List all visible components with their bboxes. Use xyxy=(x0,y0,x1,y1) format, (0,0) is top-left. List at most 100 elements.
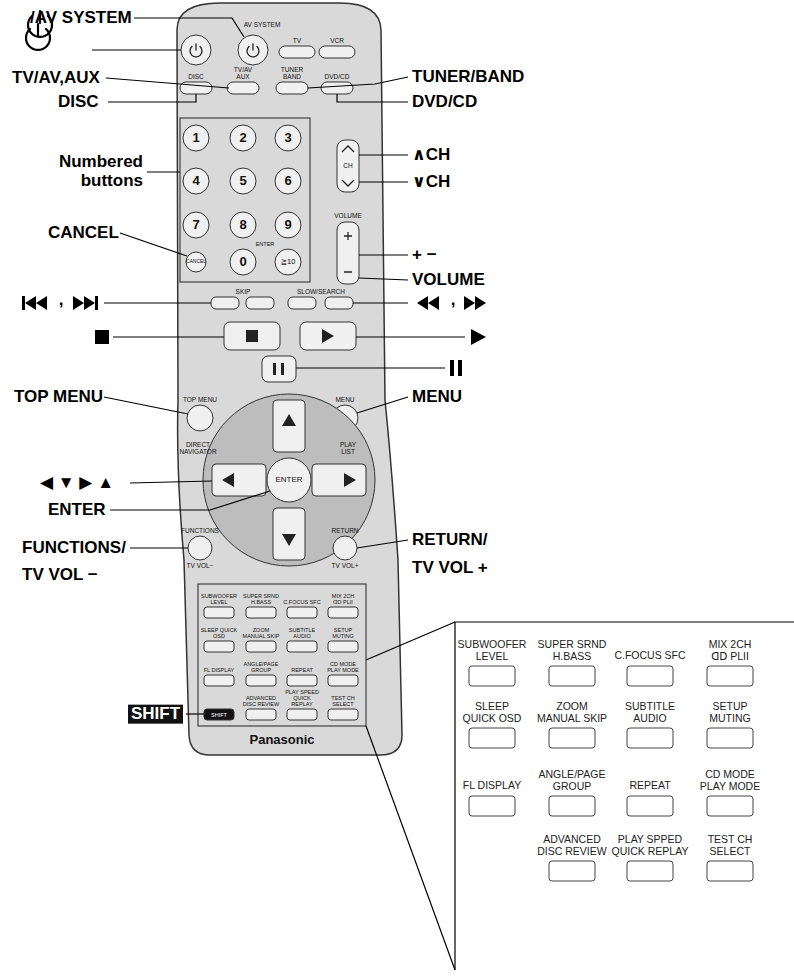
digit-label: 3 xyxy=(284,131,291,145)
drawing-part xyxy=(281,363,284,375)
drawing-part xyxy=(627,796,673,816)
drawing-part xyxy=(549,861,595,881)
drawing-part xyxy=(183,168,209,194)
inset-button-label: FL DISPLAY xyxy=(455,780,529,792)
drawing-part xyxy=(549,728,595,748)
inset-button-label: ZOOM MANUAL SKIP xyxy=(536,701,608,724)
drawing-part xyxy=(455,622,794,970)
digit-label: 6 xyxy=(284,174,291,188)
button-label: ZOOM MANUAL SKIP xyxy=(241,627,281,639)
digit-label: SHIFT xyxy=(208,711,230,717)
callout-label: TV VOL − xyxy=(22,566,98,585)
drawing-part xyxy=(287,709,317,720)
inset-button-label: PLAY SPPED QUICK REPLAY xyxy=(610,834,690,857)
drawing-part xyxy=(204,607,234,618)
callout-label: FUNCTIONS/ xyxy=(22,539,126,558)
drawing-part xyxy=(230,168,256,194)
button-label: ADVANCED DISC REVIEW xyxy=(241,695,281,707)
drawing-part xyxy=(707,666,753,686)
drawing-part xyxy=(359,254,408,255)
drawing-part xyxy=(204,675,234,686)
inset-button-label: SETUP MUTING xyxy=(693,701,767,724)
drawing-part xyxy=(321,82,353,94)
callout-label: RETURN/ xyxy=(412,531,488,550)
drawing-part xyxy=(246,709,276,720)
inset-button-label: SUBTITLE AUDIO xyxy=(613,701,687,724)
drawing-part xyxy=(296,367,445,368)
drawing-part xyxy=(328,607,358,618)
drawing-part xyxy=(325,297,353,309)
callout-label: MENU xyxy=(412,388,462,407)
drawing-part xyxy=(282,534,296,546)
callout-label: Numbered buttons xyxy=(43,153,143,190)
drawing-part xyxy=(204,641,234,652)
drawing-part xyxy=(287,641,317,652)
drawing-part xyxy=(211,297,239,309)
drawing-part xyxy=(212,464,266,496)
button-label: TV VOL− xyxy=(187,562,214,569)
digit-label: SHIFT xyxy=(128,705,183,724)
drawing-part xyxy=(464,296,475,310)
button-label: TUNER BAND xyxy=(279,66,305,80)
drawing-part xyxy=(224,322,280,350)
digit-label: 0 xyxy=(239,255,246,269)
drawing-part xyxy=(471,329,486,345)
callout-label: DISC xyxy=(58,93,99,112)
drawing-part xyxy=(187,405,213,431)
drawing-part xyxy=(344,232,352,272)
button-label: SLOW/SEARCH xyxy=(297,288,345,295)
drawing-part xyxy=(288,297,316,309)
button-label: CANCEL xyxy=(186,259,206,265)
drawing-part xyxy=(262,356,296,382)
button-label: RETURN xyxy=(331,527,358,534)
callout-label: , xyxy=(451,291,456,310)
drawing-part xyxy=(337,140,359,192)
callout-label: DVD/CD xyxy=(412,93,477,112)
drawing-part xyxy=(342,180,354,186)
drawing-part xyxy=(246,675,276,686)
drawing-part xyxy=(108,94,196,102)
drawing-part xyxy=(95,296,98,310)
button-label: SUPER SRND H.BASS xyxy=(241,593,281,605)
drawing-part xyxy=(104,397,188,414)
drawing-part xyxy=(458,360,462,376)
drawing-part xyxy=(246,641,276,652)
drawing-part xyxy=(106,78,229,88)
drawing-part xyxy=(275,249,301,275)
digit-label: 2 xyxy=(239,131,246,145)
drawing-part xyxy=(276,82,308,94)
drawing-part xyxy=(104,302,211,303)
drawing-part xyxy=(279,46,315,58)
inset-button-label: REPEAT xyxy=(613,780,687,792)
drawing-part xyxy=(113,336,224,337)
drawing-part xyxy=(95,330,109,344)
drawing-part xyxy=(203,394,375,566)
callout-label: VOLUME xyxy=(412,271,485,290)
drawing-part xyxy=(273,400,305,452)
inset-button-label: ANGLE/PAGE GROUP xyxy=(535,769,609,792)
drawing-part xyxy=(344,473,356,487)
drawing-part xyxy=(110,491,270,510)
button-label: ENTER xyxy=(256,241,275,247)
drawing-part xyxy=(353,302,408,303)
digit-label: 8 xyxy=(239,218,246,232)
callout-label: ENTER xyxy=(48,501,106,520)
drawing-part xyxy=(183,125,209,151)
drawing-part xyxy=(183,212,209,238)
button-label: DVD/CD xyxy=(325,73,350,80)
drawing-part xyxy=(328,675,358,686)
drawing-part xyxy=(469,728,515,748)
button-label: CH xyxy=(343,162,352,169)
drawing-part xyxy=(312,464,366,496)
drawing-part xyxy=(356,336,465,337)
digit-label: 9 xyxy=(284,218,291,232)
drawing-part xyxy=(357,540,408,548)
drawing-part xyxy=(707,796,753,816)
drawing-part xyxy=(417,296,428,310)
drawing-part xyxy=(357,397,408,413)
button-label: ≧10 xyxy=(281,258,296,266)
button-label: TV VOL+ xyxy=(332,562,359,569)
digit-label: 5 xyxy=(239,174,246,188)
drawing-part xyxy=(707,728,753,748)
